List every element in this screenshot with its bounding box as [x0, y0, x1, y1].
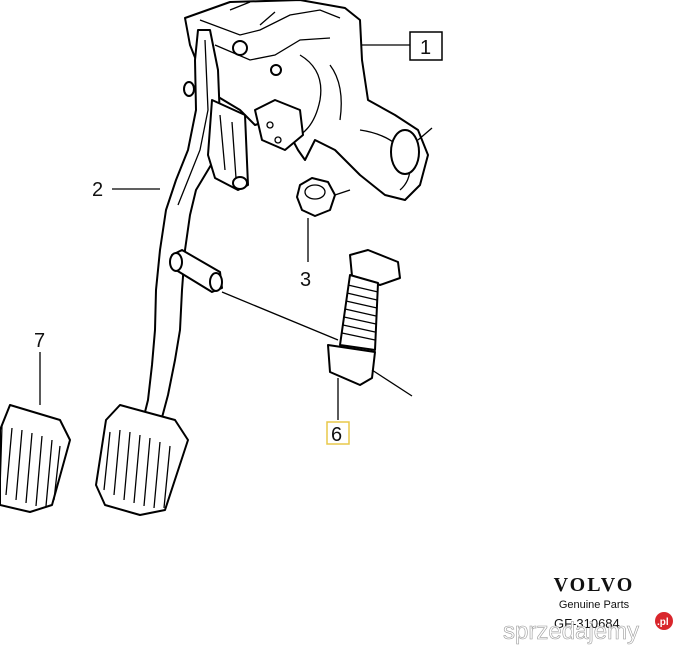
pedal-arm	[139, 29, 249, 441]
pivot-pin	[169, 249, 339, 341]
callout-7-label: 7	[34, 330, 45, 352]
callout-7: 7	[34, 330, 45, 405]
diagram-code: GF-310684	[554, 616, 620, 631]
watermark-badge: .pl	[657, 617, 669, 628]
brake-pedal-pad	[95, 404, 189, 516]
pedal-switch	[327, 249, 413, 397]
callout-6: 6	[326, 378, 350, 446]
clutch-pedal-pad	[0, 404, 71, 513]
brand-tagline: Genuine Parts	[559, 599, 630, 611]
brand-block: VOLVO Genuine Parts GF-310684	[554, 574, 635, 631]
volvo-logo: VOLVO	[554, 574, 635, 596]
callout-3: 3	[300, 218, 311, 291]
pedal-bracket	[184, 0, 433, 201]
callout-3-label: 3	[300, 269, 311, 291]
callout-2-label: 2	[92, 179, 103, 201]
callout-6-label: 6	[331, 424, 342, 446]
callout-1-label: 1	[420, 37, 431, 59]
watermark: sprzedajemy .pl	[503, 612, 673, 645]
nut	[296, 177, 351, 217]
callout-1: 1	[362, 31, 443, 61]
callout-2: 2	[92, 179, 160, 201]
watermark-badge-icon	[655, 612, 673, 630]
watermark-text: sprzedajemy	[503, 618, 639, 645]
